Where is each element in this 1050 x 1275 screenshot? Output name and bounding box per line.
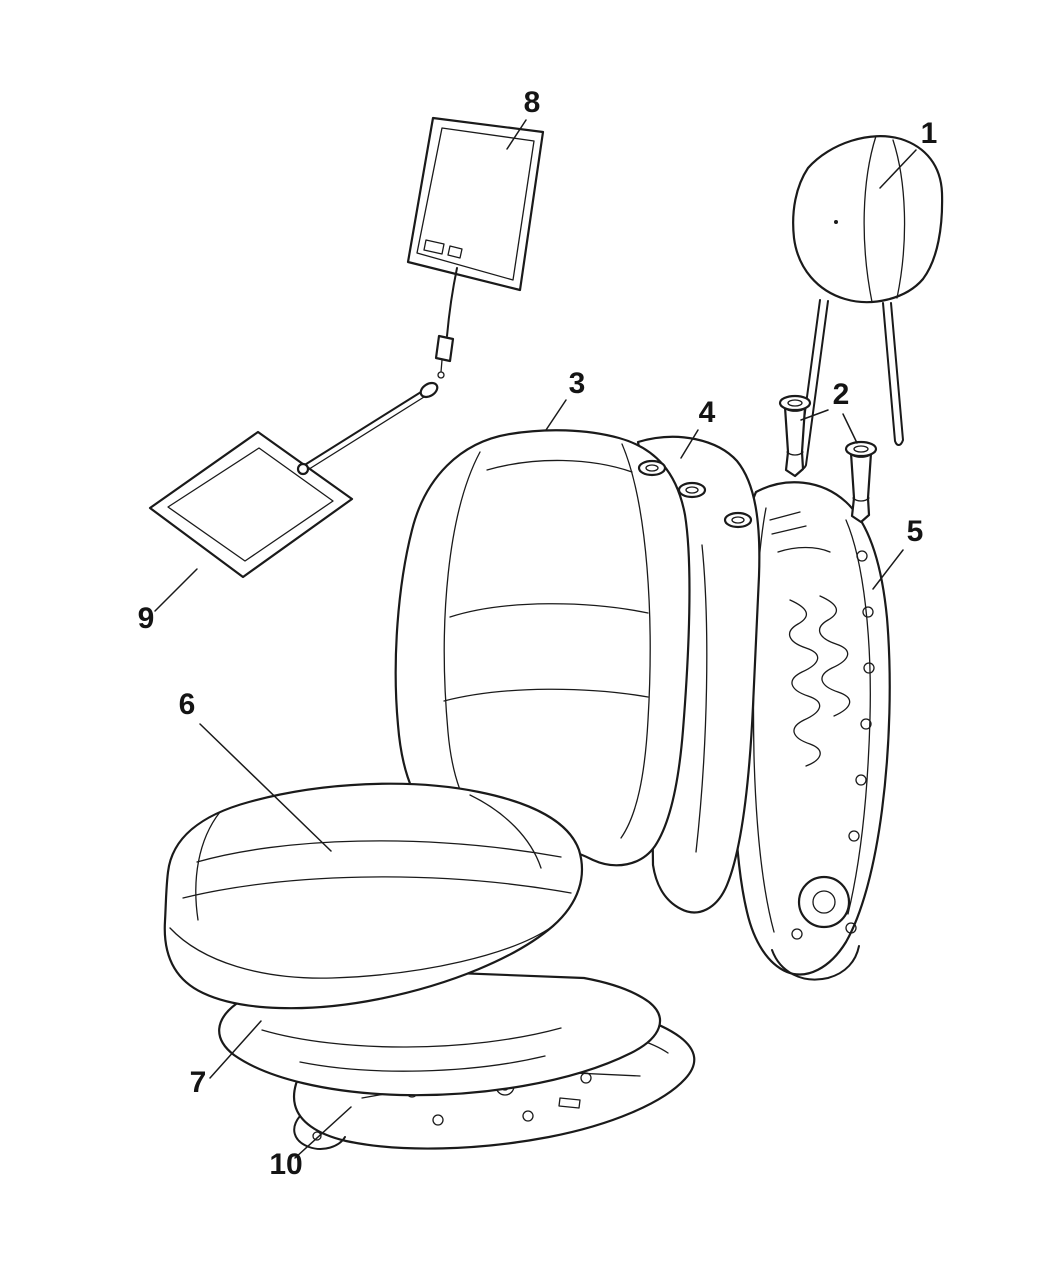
leader-line-1	[879, 149, 917, 189]
headrest-outline	[792, 135, 944, 304]
callout-label-10: 10	[269, 1148, 302, 1181]
cushion-outline	[163, 782, 583, 1010]
leader-line-4	[680, 429, 699, 459]
callout-label-4: 4	[699, 396, 716, 429]
leader-line-5	[872, 549, 904, 590]
callout-labels: 1 2 3 4 5 6 7 8 9 10	[138, 86, 938, 1181]
seat-back-cover-drawing	[394, 429, 691, 867]
callout-label-1: 1	[921, 117, 938, 150]
panel-with-cable-drawing	[406, 116, 545, 379]
leader-line-3	[545, 399, 567, 431]
leader-line-7	[209, 1020, 262, 1079]
callout-label-9: 9	[138, 602, 155, 635]
panel-outline	[406, 116, 545, 292]
leader-line-6	[199, 723, 332, 852]
callout-label-8: 8	[524, 86, 541, 119]
cover-outline	[394, 429, 691, 867]
cable	[446, 267, 458, 337]
panel-with-rod-drawing	[148, 381, 439, 579]
leader-line-10	[294, 1106, 352, 1159]
recliner-mechanism	[797, 875, 851, 929]
leader-line-8	[506, 119, 527, 150]
callout-label-6: 6	[179, 688, 196, 721]
callout-label-3: 3	[569, 367, 586, 400]
leader-lines	[154, 119, 917, 1159]
headrest-guide-hole	[677, 481, 707, 499]
seat-cushion-cover-drawing	[163, 782, 583, 1010]
headrest-post	[882, 302, 904, 446]
seat-back-frame-drawing	[733, 481, 891, 981]
cable-connector	[434, 334, 455, 363]
headrest-guide-sleeves-drawing	[778, 394, 878, 524]
rod	[302, 391, 422, 467]
headrest-guide-hole	[723, 511, 753, 529]
leader-line-9	[154, 568, 198, 612]
rod-eyelet	[419, 381, 439, 399]
headrest-drawing	[792, 135, 944, 470]
callout-label-5: 5	[907, 515, 924, 548]
headrest-guide-hole	[637, 459, 667, 477]
callout-label-7: 7	[190, 1066, 207, 1099]
leader-line-2	[800, 409, 858, 444]
callout-label-2: 2	[833, 378, 850, 411]
